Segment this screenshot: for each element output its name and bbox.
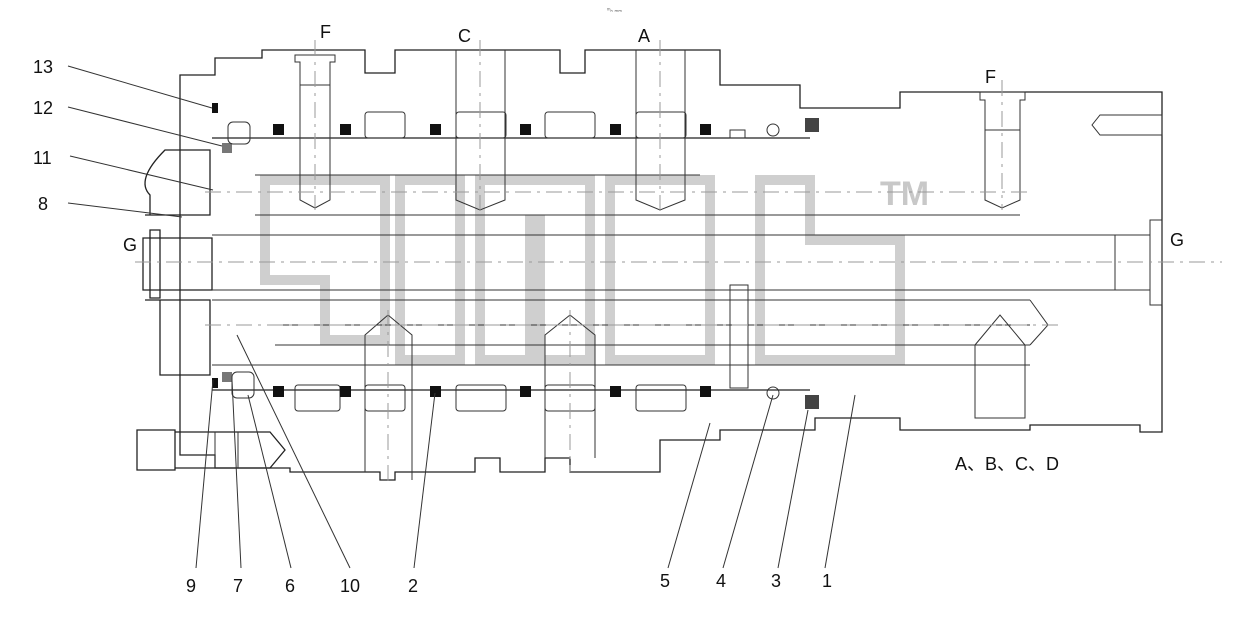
port-label-g-left: G — [123, 235, 137, 255]
port-label-f-left: F — [320, 22, 331, 42]
header-mark: ᵐₕ ₘₘ — [607, 8, 622, 14]
part-number-12: 12 — [33, 98, 53, 118]
part-number-9: 9 — [186, 576, 196, 596]
part-number-2: 2 — [408, 576, 418, 596]
part-number-11: 11 — [33, 148, 52, 168]
centerlines — [135, 40, 1222, 485]
port-label-a: A — [638, 26, 650, 46]
watermark-logo — [260, 175, 905, 365]
port-label-g-right: G — [1170, 230, 1184, 250]
part-number-3: 3 — [771, 571, 781, 591]
watermark-tm: TM — [880, 175, 929, 213]
part-number-6: 6 — [285, 576, 295, 596]
port-legend: A、B、C、D — [955, 454, 1059, 474]
part-number-4: 4 — [716, 571, 726, 591]
part-number-5: 5 — [660, 571, 670, 591]
o-ring-seals — [212, 103, 819, 409]
part-number-10: 10 — [340, 576, 360, 596]
part-number-13: 13 — [33, 57, 53, 77]
part-number-7: 7 — [233, 576, 243, 596]
port-label-f-right: F — [985, 67, 996, 87]
port-label-c: C — [458, 26, 471, 46]
leader-lines — [67, 65, 856, 569]
part-number-8: 8 — [38, 194, 48, 214]
valve-body — [136, 49, 1163, 481]
part-number-1: 1 — [822, 571, 832, 591]
